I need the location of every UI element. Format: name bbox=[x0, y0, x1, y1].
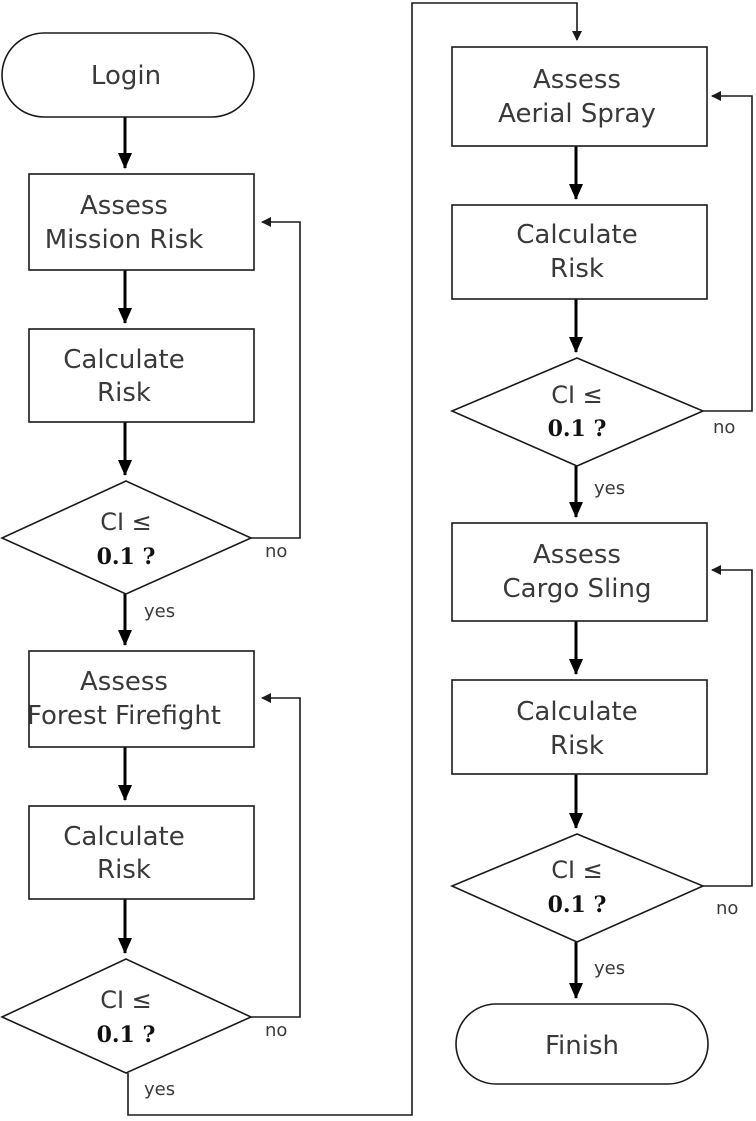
calc-1-line1: Calculate bbox=[63, 345, 184, 375]
assess-mission-line1: Assess bbox=[80, 191, 168, 221]
dec-4-line1: CI ≤ bbox=[551, 856, 603, 884]
dec-3-line2: 0.1 ? bbox=[548, 416, 607, 442]
dec-2-no-label: no bbox=[265, 1020, 287, 1041]
finish-label: Finish bbox=[545, 1031, 619, 1061]
assess-forest-firefight-box: Assess Forest Firefight bbox=[27, 650, 255, 748]
dec-1-yes-label: yes bbox=[144, 601, 175, 622]
decision-diamond-1: CI ≤ 0.1 ? bbox=[0, 480, 253, 595]
assess-forest-line1: Assess bbox=[80, 667, 168, 697]
calculate-risk-box-1: Calculate Risk bbox=[28, 328, 255, 423]
edge-dec-1-no-loop bbox=[251, 217, 301, 539]
calculate-risk-box-3: Calculate Risk bbox=[451, 204, 708, 300]
calculate-risk-box-4: Calculate Risk bbox=[451, 679, 708, 775]
decision-diamond-3: CI ≤ 0.1 ? bbox=[449, 357, 706, 467]
assess-aerial-line2: Aerial Spray bbox=[498, 99, 656, 129]
dec-4-yes-label: yes bbox=[594, 958, 625, 979]
edge-dec-2-no-loop bbox=[251, 693, 301, 1018]
calc-2-line2: Risk bbox=[97, 855, 151, 885]
dec-2-line2: 0.1 ? bbox=[97, 1022, 156, 1048]
dec-4-line2: 0.1 ? bbox=[548, 892, 607, 918]
calc-2-line1: Calculate bbox=[63, 822, 184, 852]
edge-dec-2-yes-to-aerial bbox=[127, 2, 582, 1116]
dec-4-no-label: no bbox=[716, 898, 738, 919]
decision-diamond-2: CI ≤ 0.1 ? bbox=[0, 958, 253, 1074]
dec-3-no-label: no bbox=[713, 417, 735, 438]
assess-cargo-line1: Assess bbox=[533, 540, 621, 570]
edge-dec-3-no-loop bbox=[703, 91, 753, 412]
assess-aerial-spray-box: Assess Aerial Spray bbox=[451, 46, 708, 147]
dec-2-yes-label: yes bbox=[144, 1079, 175, 1100]
edge-dec-4-no-loop bbox=[703, 565, 753, 887]
calc-3-line1: Calculate bbox=[516, 220, 637, 250]
dec-3-yes-label: yes bbox=[594, 478, 625, 499]
dec-1-line1: CI ≤ bbox=[100, 508, 152, 536]
assess-mission-risk-box: Assess Mission Risk bbox=[28, 173, 255, 271]
dec-1-no-label: no bbox=[265, 541, 287, 562]
assess-cargo-sling-box: Assess Cargo Sling bbox=[451, 522, 708, 622]
start-node: Login bbox=[1, 32, 255, 118]
decision-diamond-4: CI ≤ 0.1 ? bbox=[449, 833, 706, 943]
calc-4-line1: Calculate bbox=[516, 697, 637, 727]
assess-cargo-line2: Cargo Sling bbox=[503, 574, 652, 604]
assess-forest-line2: Forest Firefight bbox=[27, 701, 221, 731]
dec-2-line1: CI ≤ bbox=[100, 986, 152, 1014]
calculate-risk-box-2: Calculate Risk bbox=[28, 805, 255, 900]
dec-3-line1: CI ≤ bbox=[551, 381, 603, 409]
assess-aerial-line1: Assess bbox=[533, 65, 621, 95]
finish-node: Finish bbox=[455, 1003, 709, 1085]
assess-mission-line2: Mission Risk bbox=[45, 225, 204, 255]
calc-1-line2: Risk bbox=[97, 378, 151, 408]
calc-4-line2: Risk bbox=[550, 731, 604, 761]
dec-1-line2: 0.1 ? bbox=[97, 544, 156, 570]
start-label: Login bbox=[91, 61, 161, 91]
calc-3-line2: Risk bbox=[550, 254, 604, 284]
